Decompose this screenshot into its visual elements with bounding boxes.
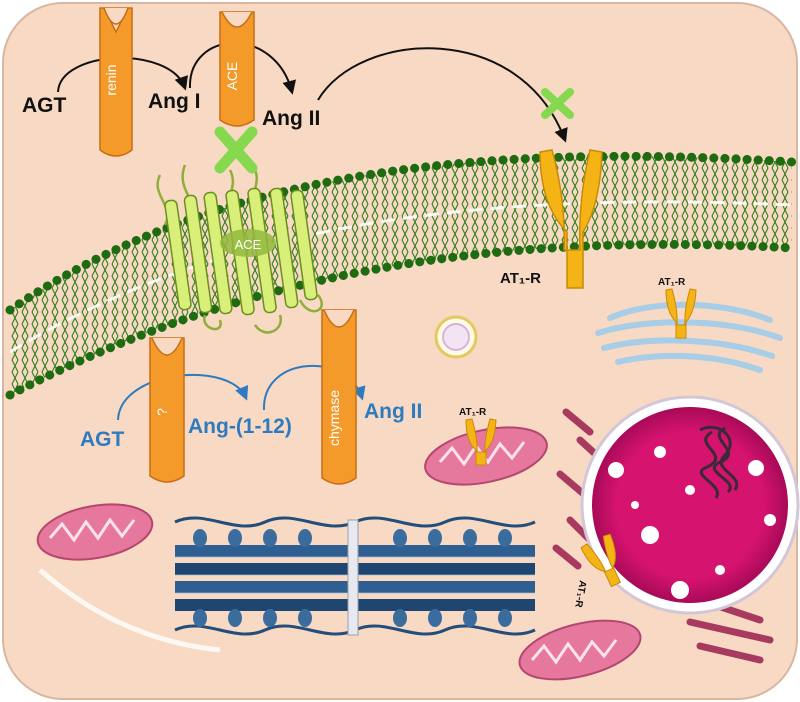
ace-enzyme-label: ACE [224, 62, 240, 91]
block-x-ace-icon [214, 126, 258, 174]
vesicle [434, 315, 478, 359]
mitochondrion-left [36, 503, 154, 561]
golgi-at1-label: AT₁-R [658, 277, 686, 288]
classic-agt-label: AGT [22, 94, 67, 117]
membrane-mid-line [9, 200, 793, 354]
cell-membrane [10, 156, 792, 395]
chymase-label: chymase [326, 390, 342, 446]
mitochondrion-bottom [518, 619, 642, 681]
membrane-at1-label: AT₁-R [500, 270, 541, 287]
membrane-bottom-heads [5, 239, 797, 400]
mitochondrion-at1-label: AT₁-R [459, 407, 487, 418]
block-x-receptor-icon [541, 88, 574, 119]
arrow-ang2-to-receptor [317, 47, 568, 143]
nucleus-at1-label: AT₁-R [572, 579, 588, 609]
alt-ang2-label: Ang II [364, 400, 422, 423]
classic-ang1-label: Ang I [148, 90, 201, 113]
cell-highlight [38, 568, 221, 653]
membrane-top-heads [5, 151, 797, 315]
chymase-enzyme: chymase [321, 309, 357, 485]
sarcomere [174, 516, 536, 636]
chromatin [699, 425, 739, 499]
nucleus [580, 395, 800, 615]
classic-ang2-label: Ang II [262, 107, 320, 130]
renin-label: renin [103, 64, 119, 95]
alt-agt-label: AGT [80, 428, 125, 451]
mitochondrion-at1-receptor [465, 418, 497, 466]
membrane-at1-receptor [539, 149, 603, 289]
unknown-enzyme: ? [149, 337, 185, 483]
golgi-at1-receptor [665, 288, 697, 339]
nucleus-at1-receptor [580, 533, 622, 588]
membrane-ace-protein: ACE [156, 164, 323, 334]
unknown-enzyme-label: ? [154, 408, 170, 416]
membrane-ace-label: ACE [235, 237, 262, 252]
renin-enzyme: renin [99, 7, 133, 157]
alt-ang112-label: Ang-(1-12) [188, 415, 292, 438]
ace-enzyme: ACE [219, 11, 255, 127]
